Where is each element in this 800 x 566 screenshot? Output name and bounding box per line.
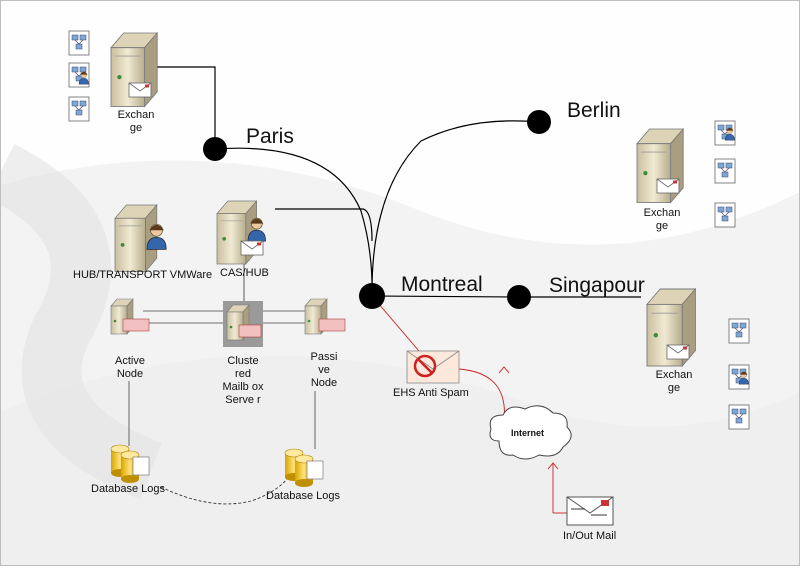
- envelope-icon: [128, 82, 152, 98]
- internet-label: Internet: [511, 428, 545, 438]
- hierarchy-doc-icon: [714, 120, 736, 146]
- arrow-icon: [547, 462, 559, 470]
- site-label-singapour: Singapour: [549, 274, 645, 297]
- log-sheet-icon: [132, 456, 150, 476]
- site-node-paris: [203, 137, 227, 161]
- hub-transport-server-icon: [114, 204, 158, 272]
- prohibited-icon: [413, 354, 437, 378]
- site-node-singapour: [507, 285, 531, 309]
- hub-transport-label: HUB/TRANSPORT VMWare: [73, 269, 213, 281]
- database-logs-left-label: Database Logs: [91, 483, 165, 495]
- background-sweep: [1, 144, 163, 499]
- passive-node-label: Passi ve Node: [310, 351, 338, 389]
- hierarchy-doc-icon: [728, 364, 750, 390]
- clustered-mailbox-label: Cluste red Mailb ox Serve r: [222, 355, 264, 406]
- link-berlin-montreal: [371, 120, 540, 297]
- hierarchy-doc-icon: [714, 202, 736, 228]
- arrow-icon: [498, 366, 510, 374]
- exchange-berlin-label: Exchan ge: [643, 207, 681, 232]
- site-label-berlin: Berlin: [567, 99, 621, 122]
- mailbox-icon: [122, 318, 150, 332]
- link-dblogs-replication: [160, 470, 294, 505]
- server-doc-icon: [728, 318, 750, 344]
- server-doc-icon: [714, 158, 736, 184]
- database-logs-right-label: Database Logs: [266, 490, 340, 502]
- in-out-mail-label: In/Out Mail: [563, 530, 617, 542]
- log-sheet-icon: [306, 460, 324, 480]
- server-doc-icon: [68, 96, 90, 122]
- internet-cloud-icon: [489, 405, 572, 460]
- link-paris-montreal: [214, 147, 373, 297]
- exchange-paris-label: Exchan ge: [117, 109, 155, 134]
- hierarchy-doc-icon: [68, 30, 90, 56]
- hierarchy-doc-icon: [728, 404, 750, 430]
- site-label-paris: Paris: [246, 125, 294, 148]
- anti-spam-label: EHS Anti Spam: [393, 387, 469, 399]
- mailbox-icon: [318, 318, 346, 332]
- envelope-icon: [666, 344, 690, 360]
- cas-hub-label: CAS/HUB: [220, 267, 269, 279]
- link-exchange-paris: [151, 66, 216, 149]
- site-node-berlin: [527, 110, 551, 134]
- active-node-label: Active Node: [115, 355, 145, 380]
- site-node-montreal: [359, 283, 385, 309]
- link-montreal-singapour: [371, 295, 520, 298]
- background-sweep: [1, 1, 799, 245]
- site-label-montreal: Montreal: [401, 273, 483, 296]
- envelope-icon: [240, 240, 264, 256]
- mailbox-icon: [238, 324, 262, 338]
- envelope-icon: [656, 178, 680, 194]
- exchange-singapour-label: Exchan ge: [655, 369, 693, 394]
- link-cashub-montreal: [275, 208, 373, 242]
